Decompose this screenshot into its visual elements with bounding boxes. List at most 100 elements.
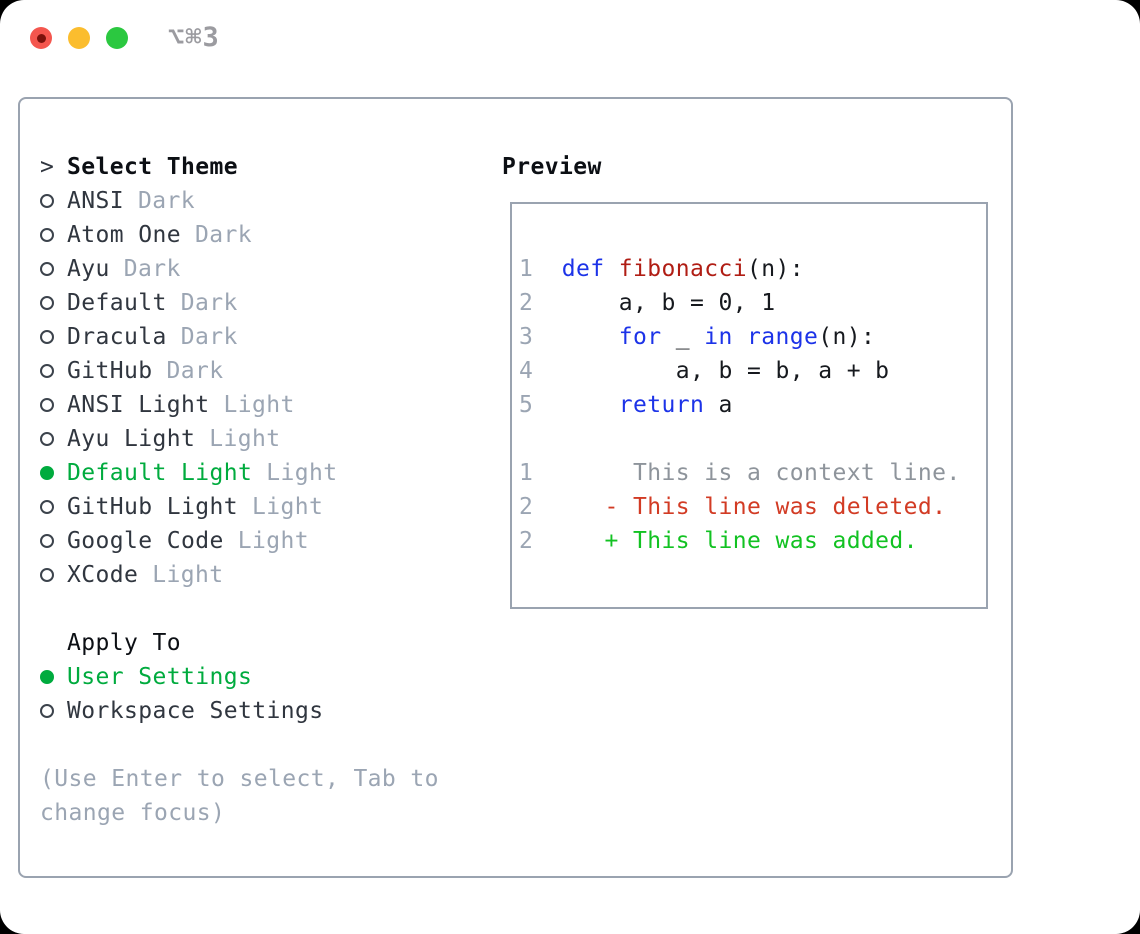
theme-variant: Dark	[180, 290, 238, 316]
theme-item-github-light[interactable]: GitHub Light Light	[40, 490, 485, 524]
radio-icon	[40, 364, 54, 378]
code-line: 4 a, b = b, a + b	[519, 354, 986, 388]
apply-option-list: User Settings Workspace Settings	[40, 660, 485, 728]
code-line: 3 for _ in range(n):	[519, 320, 986, 354]
code-token: range	[746, 324, 819, 350]
theme-item-list: ANSI Dark Atom One Dark Ayu Dark Default…	[40, 184, 485, 592]
spacer	[40, 592, 485, 626]
theme-name: Ayu	[67, 256, 110, 282]
code-line: 2 + This line was added.	[519, 524, 986, 558]
code-line: 5 return a	[519, 388, 986, 422]
theme-item-atom-one[interactable]: Atom One Dark	[40, 218, 485, 252]
line-number: 2	[519, 528, 534, 554]
code-token: def	[561, 256, 605, 282]
code-token	[533, 392, 618, 418]
theme-item-ayu[interactable]: Ayu Dark	[40, 252, 485, 286]
theme-name: ANSI	[67, 188, 124, 214]
theme-name: Default Light	[67, 460, 253, 486]
code-token: (n):	[818, 324, 876, 350]
radio-selected-icon	[40, 466, 54, 480]
line-number: 1	[519, 256, 534, 282]
radio-icon	[40, 398, 54, 412]
apply-option-workspace-settings[interactable]: Workspace Settings	[40, 694, 485, 728]
theme-name: Dracula	[67, 324, 167, 350]
code-token: (n):	[746, 256, 804, 282]
code-token	[533, 324, 618, 350]
apply-to-title: Apply To	[67, 630, 181, 656]
theme-variant: Dark	[123, 256, 181, 282]
code-line	[519, 422, 986, 456]
titlebar: ⌥⌘3	[0, 0, 1140, 76]
radio-icon	[40, 228, 54, 242]
code-token: _	[661, 324, 705, 350]
code-token: This is a context line.	[533, 460, 961, 486]
theme-name: GitHub	[67, 358, 153, 384]
code-token: a, b = b, a + b	[533, 358, 890, 384]
theme-name: Google Code	[67, 528, 224, 554]
zoom-button[interactable]	[106, 27, 128, 49]
theme-list: > Select Theme ANSI Dark Atom One Dark A…	[40, 150, 485, 830]
code-line: 1 This is a context line.	[519, 456, 986, 490]
focus-cursor: >	[40, 154, 67, 180]
code-line: 2 a, b = 0, 1	[519, 286, 986, 320]
line-number: 5	[519, 392, 534, 418]
theme-name: Ayu Light	[67, 426, 196, 452]
theme-variant: Light	[223, 392, 295, 418]
select-theme-header: > Select Theme	[40, 150, 485, 184]
theme-variant: Light	[209, 426, 281, 452]
theme-item-default[interactable]: Default Dark	[40, 286, 485, 320]
radio-icon	[40, 262, 54, 276]
theme-name: Atom One	[67, 222, 181, 248]
radio-icon	[40, 194, 54, 208]
apply-option-label: User Settings	[67, 664, 253, 690]
window-shortcut-label: ⌥⌘3	[168, 22, 220, 53]
code-token: in	[704, 324, 733, 350]
line-number: 1	[519, 460, 534, 486]
spacer	[40, 728, 485, 762]
theme-dialog: > Select Theme ANSI Dark Atom One Dark A…	[18, 97, 1013, 878]
radio-icon	[40, 568, 54, 582]
theme-variant: Dark	[180, 324, 238, 350]
theme-item-google-code[interactable]: Google Code Light	[40, 524, 485, 558]
theme-variant: Light	[152, 562, 224, 588]
traffic-lights	[30, 27, 128, 49]
line-number: 2	[519, 494, 534, 520]
code-line: 2 - This line was deleted.	[519, 490, 986, 524]
line-number: 4	[519, 358, 534, 384]
code-token: for	[618, 324, 662, 350]
close-button[interactable]	[30, 27, 52, 49]
theme-variant: Light	[251, 494, 324, 520]
code-token: a, b = 0, 1	[533, 290, 776, 316]
apply-to-header: Apply To	[40, 626, 485, 660]
help-text: (Use Enter to select, Tab to change focu…	[40, 766, 439, 826]
theme-item-github[interactable]: GitHub Dark	[40, 354, 485, 388]
radio-icon	[40, 500, 54, 514]
preview-title: Preview	[502, 154, 602, 180]
code-line: 1 def fibonacci(n):	[519, 252, 986, 286]
theme-item-ansi-light[interactable]: ANSI Light Light	[40, 388, 485, 422]
theme-name: GitHub Light	[67, 494, 238, 520]
theme-variant: Light	[266, 460, 338, 486]
minimize-button[interactable]	[68, 27, 90, 49]
preview-box: 1 def fibonacci(n): 2 a, b = 0, 1 3 for …	[510, 202, 988, 609]
theme-item-ansi[interactable]: ANSI Dark	[40, 184, 485, 218]
theme-item-ayu-light[interactable]: Ayu Light Light	[40, 422, 485, 456]
code-token: + This line was added.	[533, 528, 918, 554]
theme-variant: Light	[237, 528, 309, 554]
radio-icon	[40, 534, 54, 548]
theme-item-dracula[interactable]: Dracula Dark	[40, 320, 485, 354]
theme-name: ANSI Light	[67, 392, 210, 418]
apply-option-user-settings[interactable]: User Settings	[40, 660, 485, 694]
code-token	[533, 256, 562, 282]
theme-name: XCode	[67, 562, 139, 588]
apply-option-label: Workspace Settings	[67, 698, 324, 724]
radio-icon	[40, 432, 54, 446]
radio-icon	[40, 704, 54, 718]
cursor-icon: >	[40, 154, 55, 180]
theme-item-default-light[interactable]: Default Light Light	[40, 456, 485, 490]
line-number: 3	[519, 324, 534, 350]
select-theme-title: Select Theme	[67, 154, 238, 180]
radio-selected-icon	[40, 670, 54, 684]
theme-item-xcode[interactable]: XCode Light	[40, 558, 485, 592]
line-number: 2	[519, 290, 534, 316]
